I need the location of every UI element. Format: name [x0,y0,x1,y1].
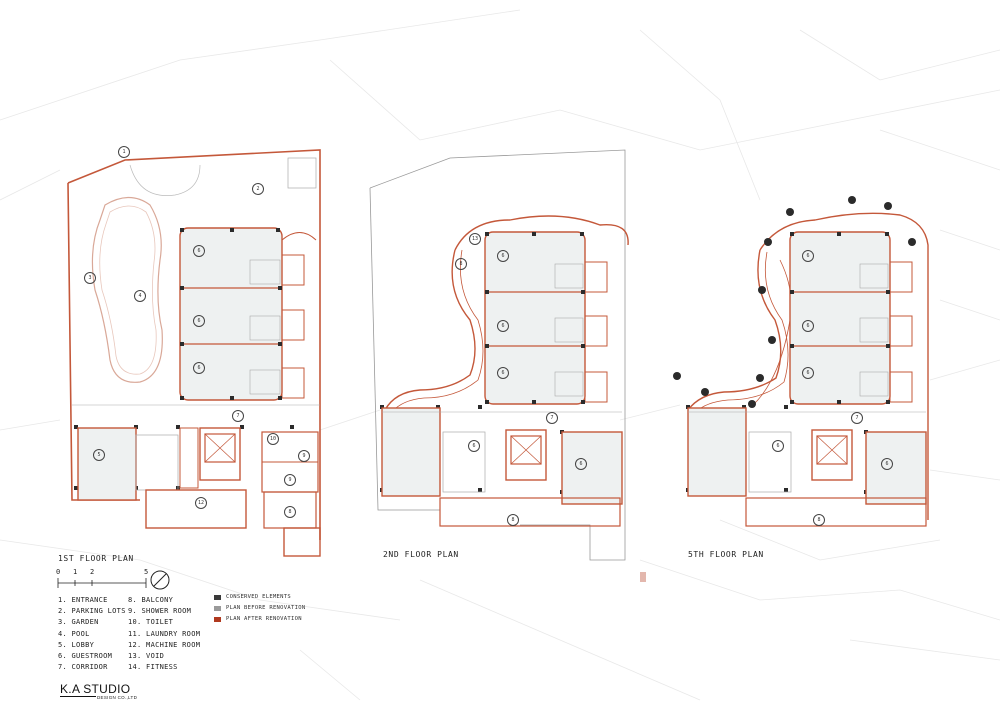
first-floor-plan-title: 1ST FLOOR PLAN [58,554,134,563]
legend-item: 4. POOL [58,629,90,638]
key-after: PLAN AFTER RENOVATION [226,616,302,622]
room-number-6: 6 [881,458,893,470]
logo-underline [60,696,96,697]
room-number-9: 9 [298,450,310,462]
room-number-6: 6 [802,320,814,332]
room-number-4: 4 [134,290,146,302]
room-number-7: 7 [851,412,863,424]
legend-item: 9. SHOWER ROOM [128,607,192,616]
legend-item: 8. BALCONY [128,596,174,604]
studio-logo: K.A STUDIO [60,682,131,696]
key-swatch-after [214,617,221,622]
room-number-6: 6 [468,440,480,452]
legend-item: 10. TOILET [128,618,174,627]
room-number-2: 2 [252,183,264,195]
legend-item: 1. ENTRANCE [58,596,108,604]
key-before: PLAN BEFORE RENOVATION [226,605,306,611]
fifth-floor-plan-title: 5TH FLOOR PLAN [688,550,764,559]
room-number-1: 1 [118,146,130,158]
room-number-8: 8 [284,506,296,518]
room-number-8: 8 [455,258,467,270]
room-number-13: 13 [469,233,481,245]
room-number-7: 7 [546,412,558,424]
key-swatch-conserved [214,595,221,600]
legend-item: 7. CORRIDOR [58,663,108,672]
room-number-6: 6 [772,440,784,452]
room-number-8: 8 [507,514,519,526]
room-number-6: 6 [802,367,814,379]
legend-item: 11. LAUNDRY ROOM [128,629,201,638]
room-number-7: 7 [232,410,244,422]
room-number-10: 10 [267,433,279,445]
room-number-12: 12 [195,497,207,509]
room-number-6: 6 [193,315,205,327]
studio-subtitle: DESIGN CO.,LTD [97,695,138,700]
room-legend-col-2: 8. BALCONY 9. SHOWER ROOM 10. TOILET 11.… [128,595,200,673]
second-floor-plan-title: 2ND FLOOR PLAN [383,550,459,559]
scale-bar [57,578,147,588]
second-floor-plan [369,149,629,561]
room-number-6: 6 [497,320,509,332]
legend-item: 6. GUESTROOM [58,652,113,661]
scale-tick-label: 0 [56,568,61,576]
room-number-6: 6 [193,245,205,257]
room-number-8: 8 [813,514,825,526]
room-number-6: 6 [193,362,205,374]
scale-tick-label: 5 [144,568,149,576]
scale-tick-label: 1 [73,568,78,576]
room-number-6: 6 [802,250,814,262]
room-number-5: 5 [93,449,105,461]
key-conserved: CONSERVED ELEMENTS [226,594,292,600]
scale-tick-label: 2 [90,568,95,576]
legend-item: 12. MACHINE ROOM [128,640,201,649]
legend-item: 3. GARDEN [58,618,99,627]
north-arrow-icon [150,570,170,590]
room-number-9: 9 [284,474,296,486]
key-swatch-before [214,606,221,611]
site-context-lines [0,9,1000,701]
site-marker [640,572,646,582]
room-number-6: 6 [497,367,509,379]
legend-item: 14. FITNESS [128,663,178,672]
first-floor-plan [67,149,321,557]
legend-item: 5. LOBBY [58,640,95,649]
room-number-6: 6 [575,458,587,470]
room-number-6: 6 [497,250,509,262]
fifth-floor-plan [673,196,929,527]
legend-item: 2. PARKING LOTS [58,607,126,616]
legend-item: 13. VOID [128,652,165,661]
room-number-3: 3 [84,272,96,284]
room-legend-col-1: 1. ENTRANCE 2. PARKING LOTS 3. GARDEN 4.… [58,595,126,673]
